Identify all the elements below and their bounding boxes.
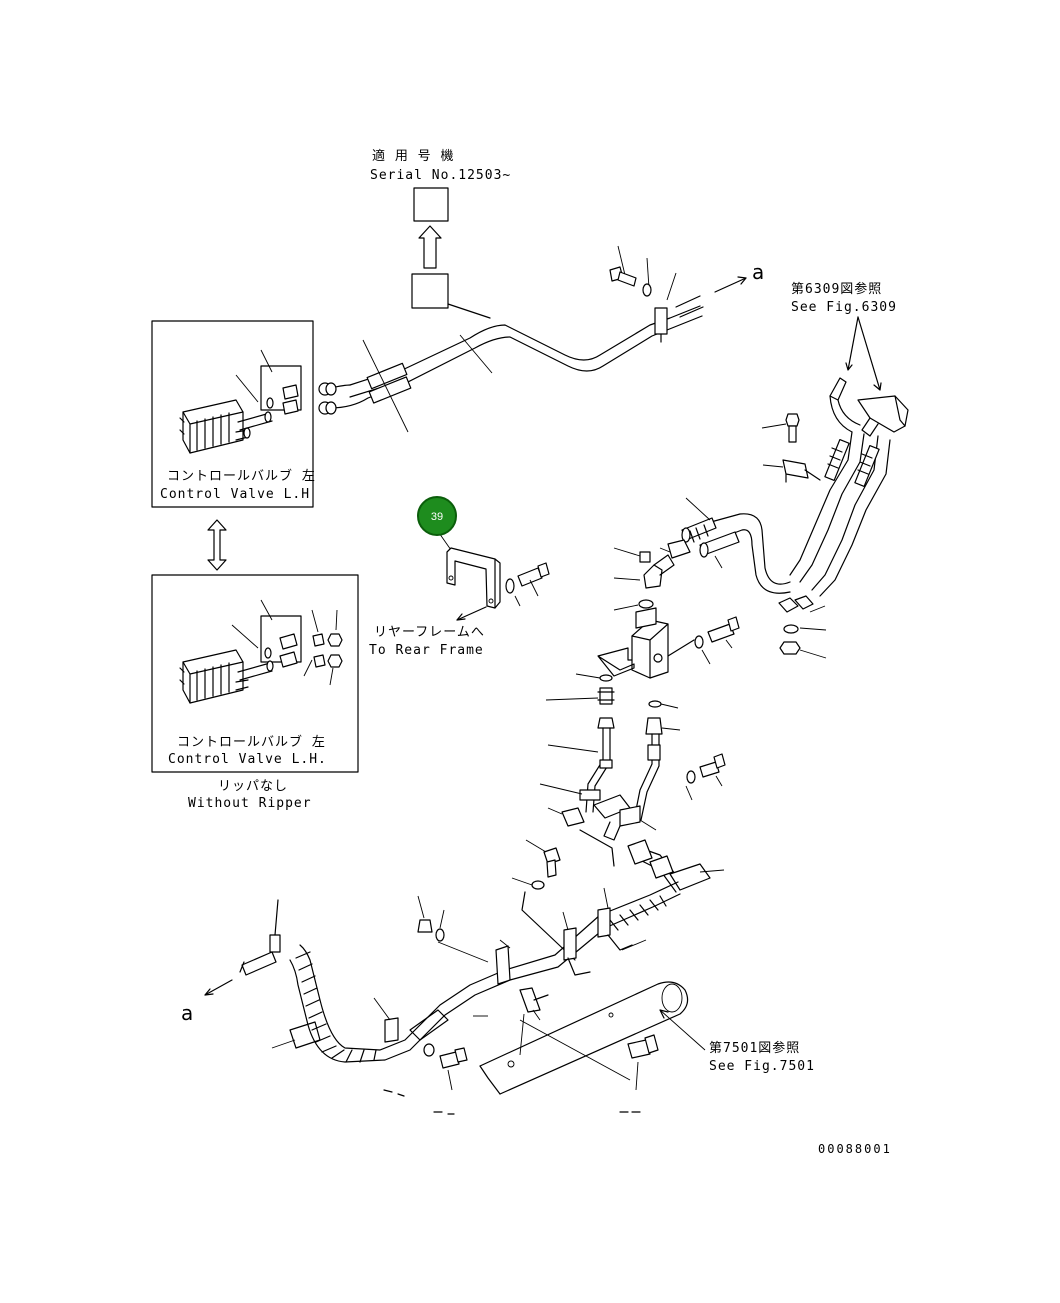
drawing-number: 00088001 [818, 1142, 892, 1156]
callout-number: 39 [431, 511, 443, 523]
serial-label-en: Serial No.12503~ [370, 168, 511, 183]
double-arrow-icon [207, 519, 227, 571]
without-ripper-label-en: Without Ripper [188, 796, 312, 811]
control-valve-box-bottom: コントロールバルブ 左 Control Valve L.H. [151, 574, 359, 773]
current-part-box [411, 273, 449, 309]
right-upper-assembly: 第6309図参照 See Fig.6309 [761, 281, 909, 659]
control-valve-box-top: コントロールバルブ 左 Control Valve L.H [151, 320, 316, 508]
rear-frame-label-en: To Rear Frame [369, 643, 484, 658]
center-hydraulic-assembly [539, 497, 791, 893]
upgrade-arrow-icon [418, 225, 442, 269]
serial-label-jp: 適 用 号 機 [372, 148, 454, 164]
cv-bottom-label-en: Control Valve L.H. [168, 752, 327, 767]
cv-top-label-en: Control Valve L.H [160, 487, 310, 502]
see-7501-label-en: See Fig.7501 [709, 1059, 815, 1074]
cv-top-label-jp: コントロールバルブ 左 [167, 468, 316, 484]
see-6309-label-en: See Fig.6309 [791, 300, 897, 315]
lower-hydraulic-tubes: a [181, 839, 815, 1115]
see-7501-label-jp: 第7501図参照 [709, 1040, 800, 1056]
see-6309-label-jp: 第6309図参照 [791, 281, 882, 297]
rear-frame-label-jp: リヤーフレームへ [374, 625, 485, 640]
serial-part-box [413, 187, 449, 222]
serial-number-note: 適 用 号 機 Serial No.12503~ [370, 148, 511, 309]
without-ripper-label-jp: リッパなし [218, 779, 288, 794]
callout-39-group: 39 リヤーフレームへ To Rear Frame [369, 496, 550, 658]
upper-hydraulic-tubes: a [318, 245, 764, 433]
callout-badge-39[interactable] [417, 496, 457, 536]
arrow-a-label-bottom: a [181, 1001, 193, 1025]
cv-bottom-label-jp: コントロールバルブ 左 [177, 734, 326, 750]
arrow-a-label-top: a [752, 260, 764, 284]
